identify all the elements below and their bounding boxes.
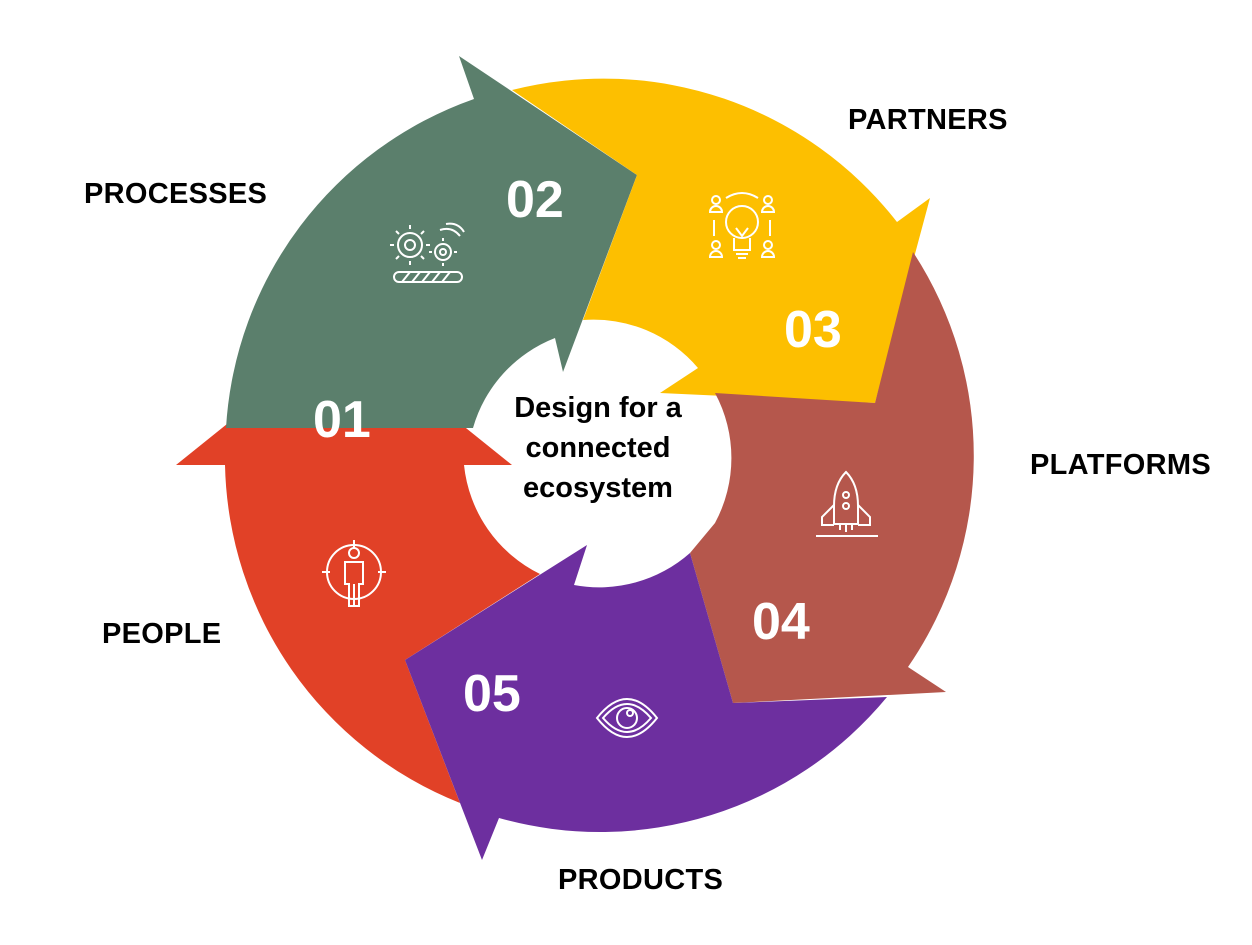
segment-05-label: PRODUCTS	[558, 864, 724, 896]
segment-02-label: PROCESSES	[84, 178, 268, 210]
segment-05-number: 05	[463, 665, 521, 723]
center-title-line-3: ecosystem	[523, 472, 673, 504]
segment-04-arrow	[690, 252, 974, 703]
segment-04-number: 04	[752, 593, 810, 651]
center-title: Design for a connected ecosystem	[466, 388, 730, 508]
lightbulb-people-icon	[708, 192, 776, 259]
person-target-icon	[322, 540, 386, 607]
segment-01-arrow	[176, 330, 540, 803]
rocket-icon	[816, 470, 878, 537]
center-title-line-2: connected	[525, 432, 671, 464]
segment-01-label: PEOPLE	[102, 618, 222, 650]
segment-03-arrow	[512, 78, 930, 404]
segment-01-number: 01	[313, 391, 371, 449]
segment-02-arrow	[226, 56, 637, 428]
segment-04-label: PLATFORMS	[1030, 449, 1211, 481]
segment-03-label: PARTNERS	[848, 104, 1008, 136]
segment-02-number: 02	[506, 171, 564, 229]
center-title-line-1: Design for a	[514, 392, 682, 424]
eye-icon	[595, 698, 659, 738]
segment-05-arrow	[405, 545, 887, 860]
segment-03-number: 03	[784, 301, 842, 359]
gears-progress-icon	[390, 222, 465, 283]
